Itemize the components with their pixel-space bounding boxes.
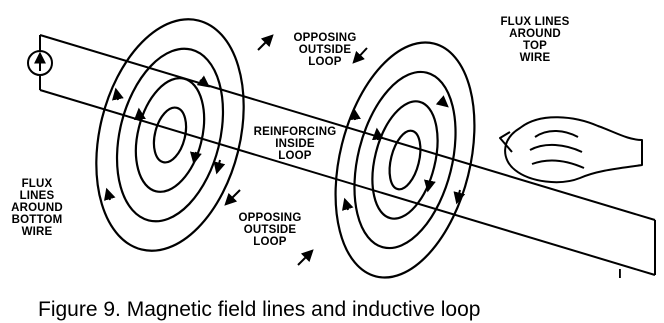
label-opposing-outside-top: OPPOSING OUTSIDE LOOP [293, 32, 357, 68]
arrow-top-out-2 [352, 47, 368, 64]
current-label-right: I [618, 266, 622, 281]
figure-caption: Figure 9. Magnetic field lines and induc… [38, 298, 481, 321]
right-flux-loops [334, 41, 476, 279]
arrow-top-out-1 [257, 34, 274, 51]
label-opposing-outside-bottom: OPPOSING OUTSIDE LOOP [238, 212, 302, 248]
bottom-wire [39, 89, 656, 276]
current-source-symbol [27, 50, 53, 76]
label-arrows [224, 34, 368, 266]
arrow-bottom-out-1 [224, 189, 241, 206]
loop-direction-arrows [104, 75, 466, 211]
current-label-left: I [38, 32, 42, 47]
label-flux-top-wire: FLUX LINES AROUND TOP WIRE [500, 16, 570, 64]
label-flux-bottom-wire: FLUX LINES AROUND BOTTOM WIRE [11, 178, 63, 238]
right-hand-icon [499, 116, 643, 184]
label-reinforcing-inside: REINFORCING INSIDE LOOP [253, 126, 337, 162]
arrow-bottom-out-2 [297, 249, 314, 266]
left-flux-loops [95, 18, 245, 252]
